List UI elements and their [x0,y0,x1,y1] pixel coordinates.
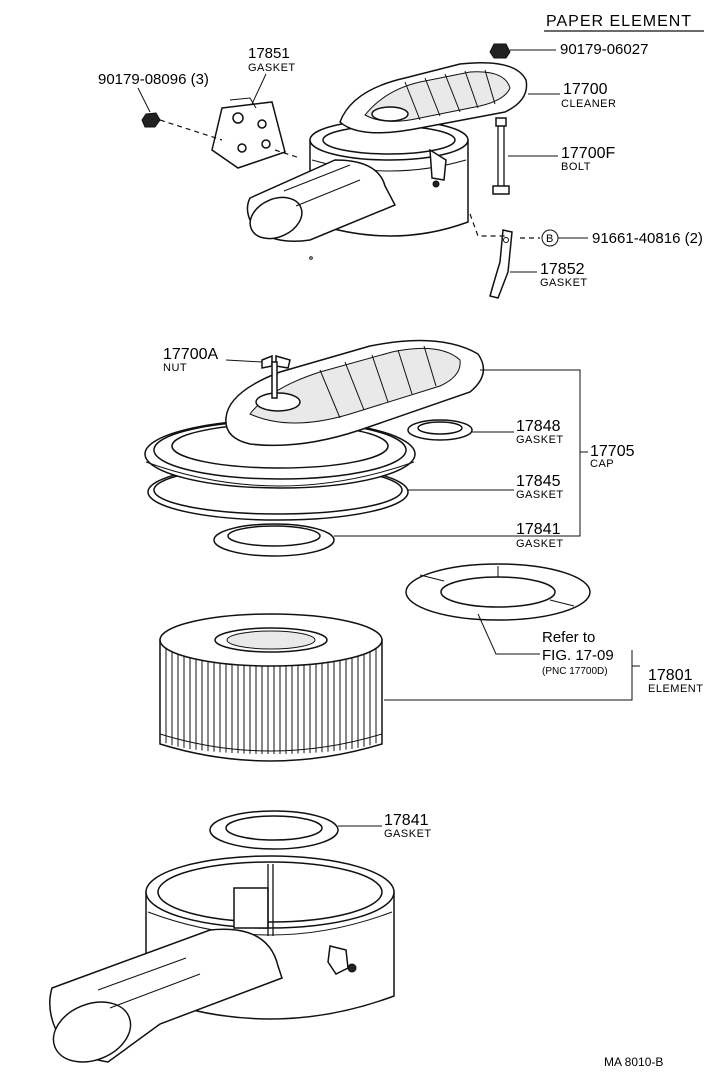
part-name-17705: CAP [590,458,614,470]
drawing-code: MA 8010-B [604,1055,663,1069]
part-name-17801: ELEMENT [648,683,703,695]
part-number-17700A: 17700A [163,346,218,363]
part-number-17801: 17801 [648,667,693,684]
part-name-17845: GASKET [516,489,564,501]
part-number-17841-housing: 17841 [384,812,429,829]
part-name-17851: GASKET [248,62,296,74]
part-name-17700F: BOLT [561,161,591,173]
part-number-17841-cap: 17841 [516,521,561,538]
part-number-17852: 17852 [540,261,585,278]
part-number-17851: 17851 [248,45,290,62]
part-name-17848: GASKET [516,434,564,446]
cap-assembly-drawing [144,339,591,621]
part-number-17705: 17705 [590,443,635,460]
reference-badge-label: B [546,233,554,245]
part-number-17848: 17848 [516,418,561,435]
part-name-17700A: NUT [163,362,187,374]
part-number-17700F: 17700F [561,145,615,162]
filter-element-drawing [159,613,383,762]
housing-drawing [49,810,395,1063]
part-number-91661-40816: 91661-40816 (2) [592,230,703,247]
figure-reference: FIG. 17-09 [542,647,614,664]
part-number-17700: 17700 [563,81,608,98]
part-name-17852: GASKET [540,277,588,289]
diagram-title: PAPER ELEMENT [546,13,692,30]
air-cleaner-assembly-drawing [141,43,540,299]
part-name-17700: CLEANER [561,98,616,110]
pnc-reference: (PNC 17700D) [542,666,608,677]
part-number-90179-06027: 90179-06027 [560,41,648,58]
refer-to-label: Refer to [542,629,595,646]
part-number-17845: 17845 [516,473,561,490]
part-number-90179-08096: 90179-08096 (3) [98,71,209,88]
part-name-17841-housing: GASKET [384,828,432,840]
part-name-17841-cap: GASKET [516,538,564,550]
